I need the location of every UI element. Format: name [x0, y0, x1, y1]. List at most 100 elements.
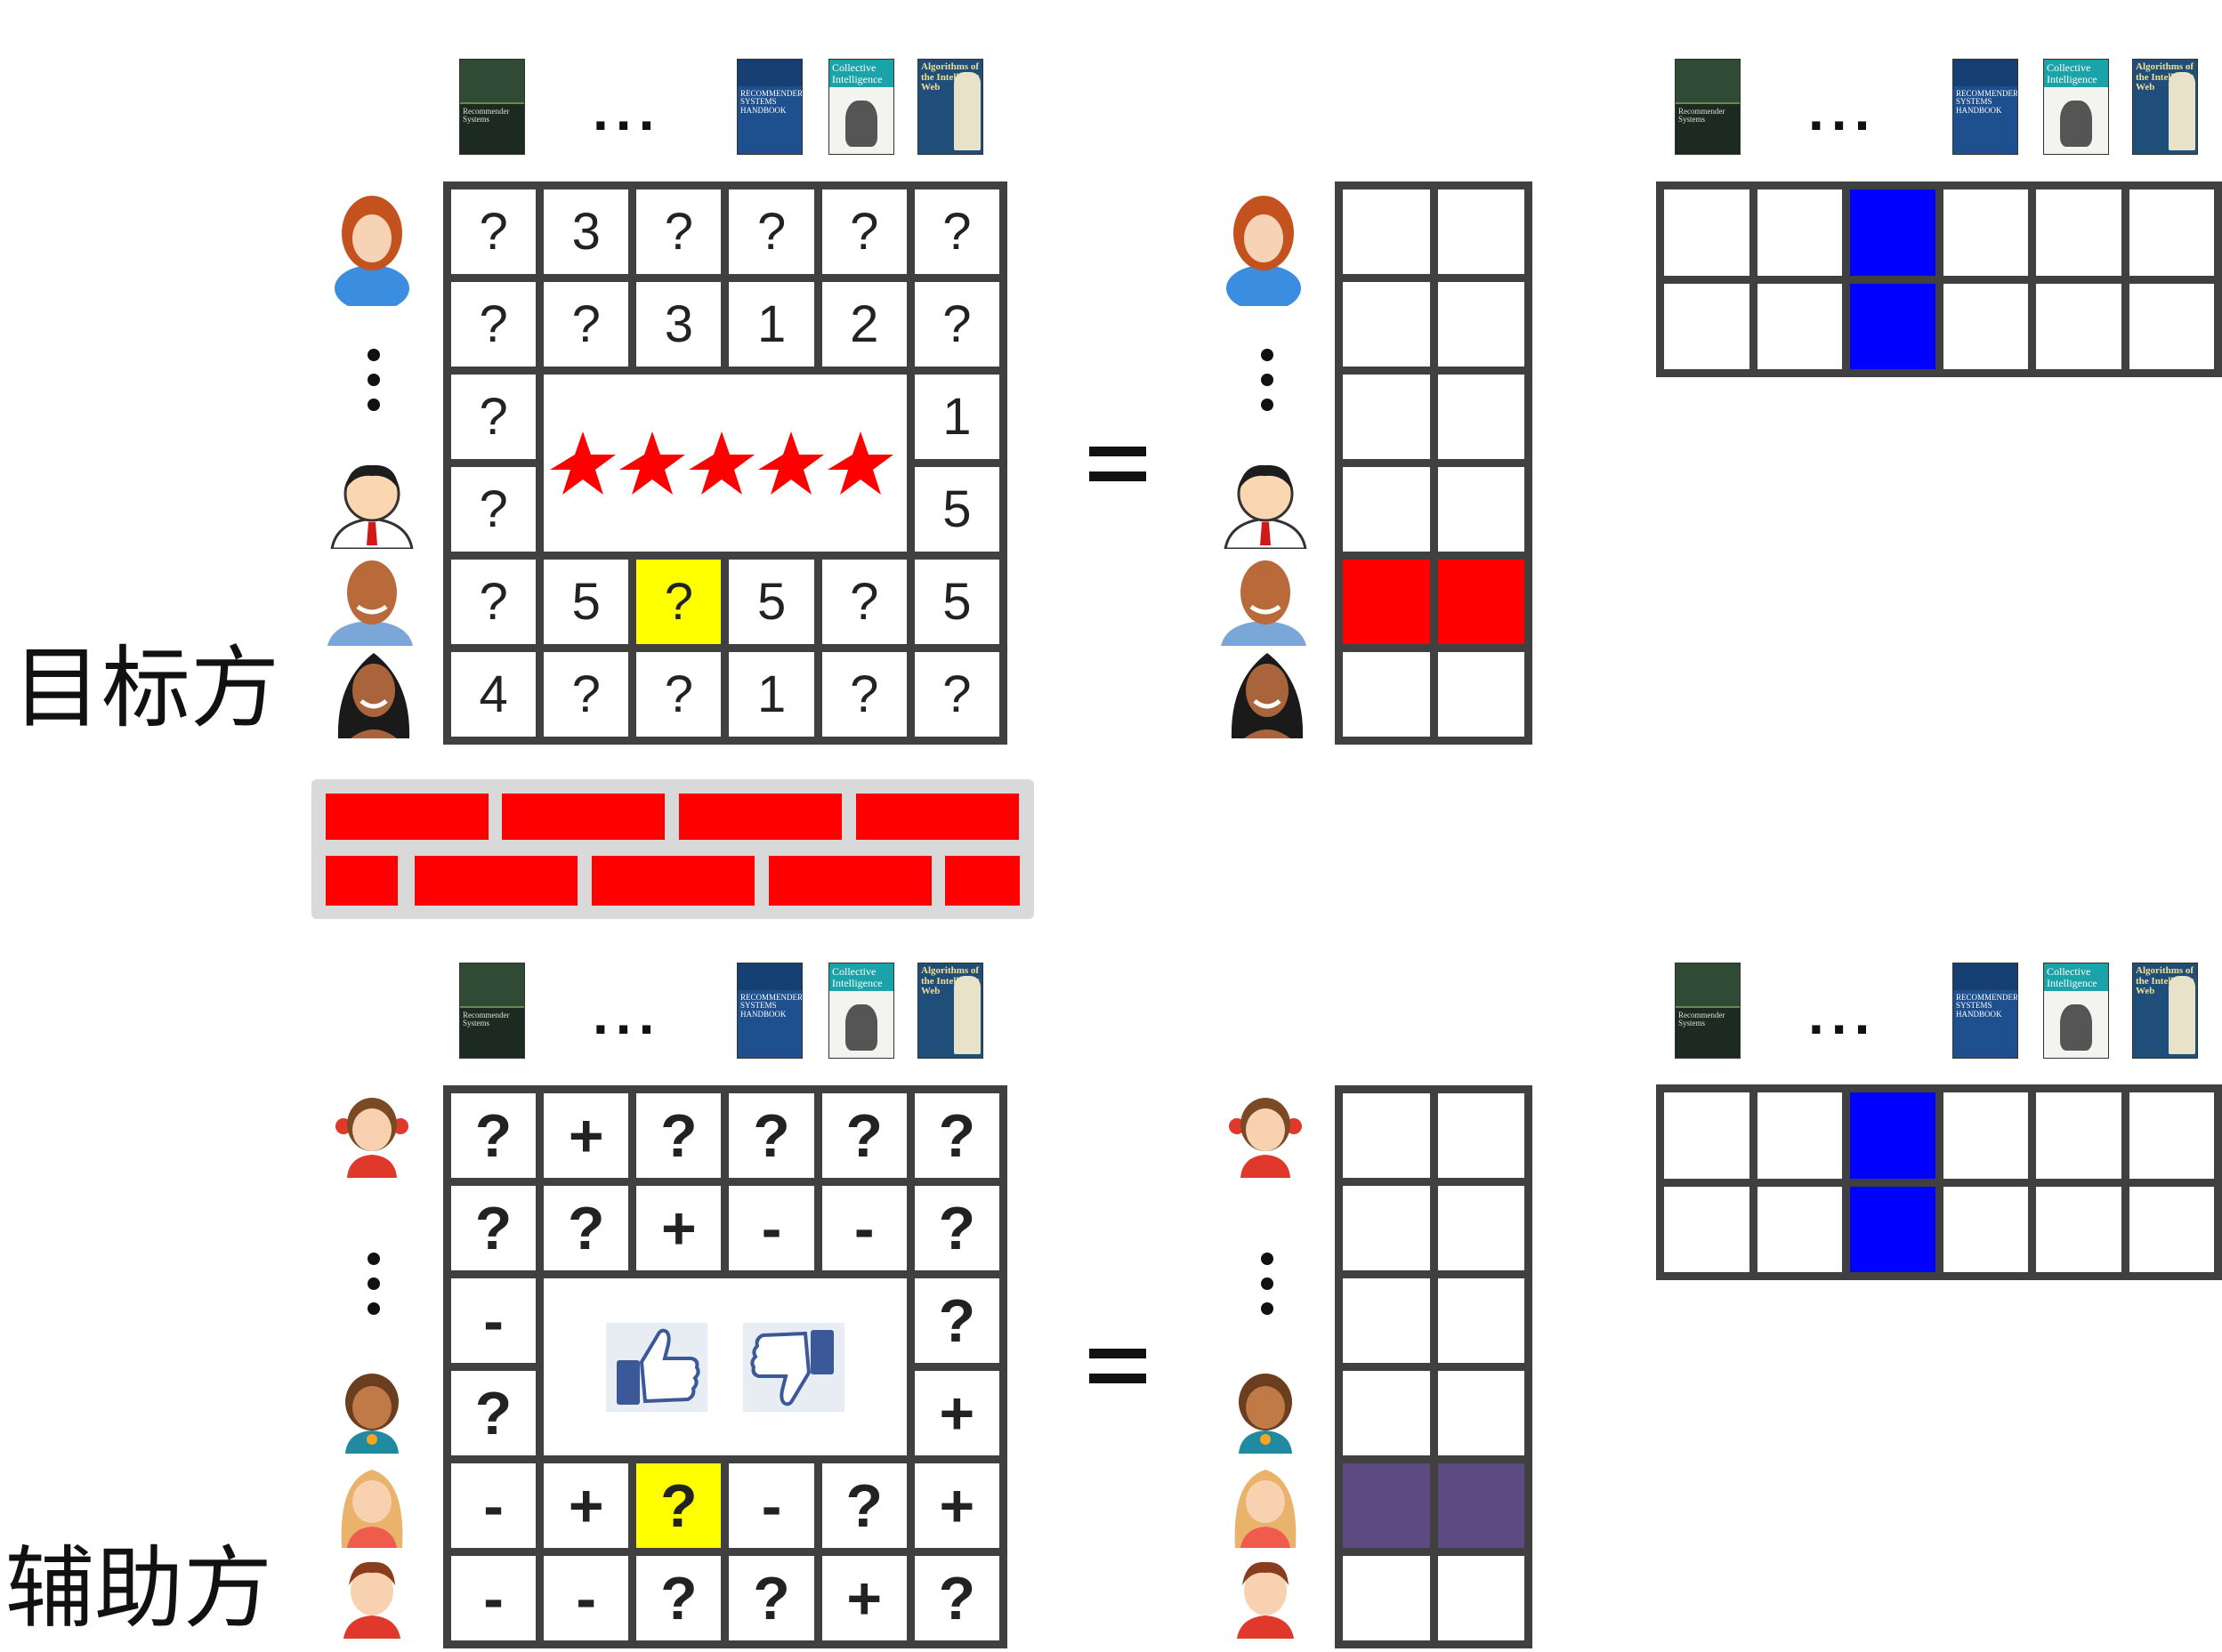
rating-cell: ?	[914, 652, 999, 737]
factor-cell	[1437, 1556, 1524, 1640]
factor-cell	[1664, 1186, 1749, 1272]
rating-cell: ?	[914, 189, 999, 274]
factor-cell	[1343, 1186, 1430, 1270]
target-user-vector-cell	[1437, 560, 1524, 644]
book-cover-algorithms-intelligent-web: Algorithms of the Intelligent Web	[2132, 963, 2198, 1059]
rating-cell: ?	[451, 1186, 537, 1270]
target-user-vector-cell	[1343, 560, 1430, 644]
target-missing-rating-cell: ?	[636, 560, 722, 644]
rating-cell: ?	[451, 467, 537, 552]
factor-cell	[1343, 189, 1430, 274]
rating-cell: ?	[451, 375, 537, 459]
factor-cell	[1437, 1093, 1524, 1178]
rating-cell: ?	[914, 1186, 999, 1270]
factor-cell	[1437, 1186, 1524, 1270]
rating-cell: ?	[729, 1093, 814, 1178]
book-cover-recommender-systems: Recommender Systems	[459, 963, 525, 1059]
rating-cell: +	[914, 1463, 999, 1548]
rating-cell: ?	[914, 1278, 999, 1363]
rating-cell: ?	[821, 652, 907, 737]
rating-cell: +	[914, 1371, 999, 1455]
rating-cell: ?	[451, 1093, 537, 1178]
factor-cell	[1437, 467, 1524, 552]
factor-cell	[1437, 1371, 1524, 1455]
factor-cell	[1343, 1371, 1430, 1455]
rating-cell: 1	[729, 652, 814, 737]
factor-cell	[2129, 283, 2214, 369]
book-cover-rs-handbook: RECOMMENDER SYSTEMS HANDBOOK	[737, 59, 803, 155]
factor-cell	[2036, 1092, 2121, 1179]
target-party-label: 目标方	[12, 636, 279, 740]
book-cover-recommender-systems: Recommender Systems	[1675, 59, 1741, 155]
factor-cell	[2129, 1186, 2214, 1272]
rating-cell: -	[451, 1463, 537, 1548]
factor-cell	[1343, 1556, 1430, 1640]
book-cover-recommender-systems: Recommender Systems	[1675, 963, 1741, 1059]
target-rating-matrix: ? 3 ? ? ? ? ? ? 3 1 2 ? ? 1 ? 5 ? 5 ? 5 …	[443, 181, 1007, 745]
auxiliary-missing-rating-cell: ?	[636, 1463, 722, 1548]
equals-sign	[1089, 1349, 1146, 1398]
users-vertical-ellipsis	[368, 349, 380, 423]
target-user-factor-matrix	[1335, 181, 1532, 745]
rating-cell: ?	[636, 652, 722, 737]
user-avatar-girl-blonde	[341, 1470, 403, 1548]
thumbs-rating-area	[544, 1278, 907, 1455]
book-cover-algorithms-intelligent-web: Algorithms of the Intelligent Web	[917, 59, 983, 155]
rating-cell: ?	[451, 282, 537, 367]
factor-cell	[1343, 1093, 1430, 1178]
wall-brick	[856, 794, 1019, 840]
user-avatar-girl-pigtails	[1229, 1098, 1302, 1178]
wall-brick	[592, 856, 755, 906]
factor-cell	[1343, 1278, 1430, 1363]
rating-cell: 1	[729, 282, 814, 367]
rating-cell: ?	[914, 282, 999, 367]
rating-cell: -	[451, 1556, 537, 1640]
auxiliary-item-factor-matrix	[1656, 1084, 2222, 1280]
factor-cell	[1943, 1092, 2028, 1179]
item-vector-cell	[1850, 189, 1935, 276]
user-avatar-woman-dark-hair	[1231, 653, 1304, 738]
wall-brick	[769, 856, 932, 906]
rating-cell: 2	[821, 282, 907, 367]
rating-cell: ?	[451, 1371, 537, 1455]
user-avatar-man-tie	[330, 464, 414, 549]
book-cover-collective-intelligence: Collective Intelligence	[2043, 963, 2109, 1059]
factor-cell	[1943, 283, 2028, 369]
factor-cell	[1664, 1092, 1749, 1179]
star-rating-area	[544, 375, 907, 552]
user-avatar-bald-man	[1221, 560, 1306, 646]
book-cover-collective-intelligence: Collective Intelligence	[828, 59, 894, 155]
items-ellipsis: ...	[1808, 982, 1878, 1046]
factor-cell	[1943, 1186, 2028, 1272]
auxiliary-user-vector-cell	[1437, 1463, 1524, 1548]
wall-brick	[326, 794, 489, 840]
factor-cell	[2036, 1186, 2121, 1272]
thumbs-up-icon	[605, 1322, 707, 1412]
user-avatar-boy	[1237, 1561, 1294, 1639]
rating-cell: ?	[451, 189, 537, 274]
rating-cell: ?	[729, 189, 814, 274]
factor-cell	[2129, 1092, 2214, 1179]
items-ellipsis: ...	[593, 982, 662, 1046]
user-avatar-woman-blue	[1226, 196, 1301, 306]
factor-cell	[1757, 1186, 1842, 1272]
user-avatar-girl-pigtails	[335, 1098, 408, 1178]
book-cover-collective-intelligence: Collective Intelligence	[828, 963, 894, 1059]
factor-cell	[2129, 189, 2214, 276]
factor-cell	[1343, 652, 1430, 737]
wall-brick	[326, 856, 398, 906]
rating-cell: 1	[914, 375, 999, 459]
factor-cell	[1943, 189, 2028, 276]
users-vertical-ellipsis	[1261, 1253, 1273, 1327]
book-cover-algorithms-intelligent-web: Algorithms of the Intelligent Web	[917, 963, 983, 1059]
rating-cell: +	[636, 1186, 722, 1270]
factor-cell	[1437, 282, 1524, 367]
factor-cell	[2036, 189, 2121, 276]
rating-cell: ?	[821, 1093, 907, 1178]
users-vertical-ellipsis	[368, 1253, 380, 1327]
factor-cell	[1343, 282, 1430, 367]
factor-cell	[1343, 375, 1430, 459]
rating-cell: ?	[544, 652, 629, 737]
rating-cell: -	[729, 1186, 814, 1270]
user-avatar-woman-blue	[335, 196, 409, 306]
